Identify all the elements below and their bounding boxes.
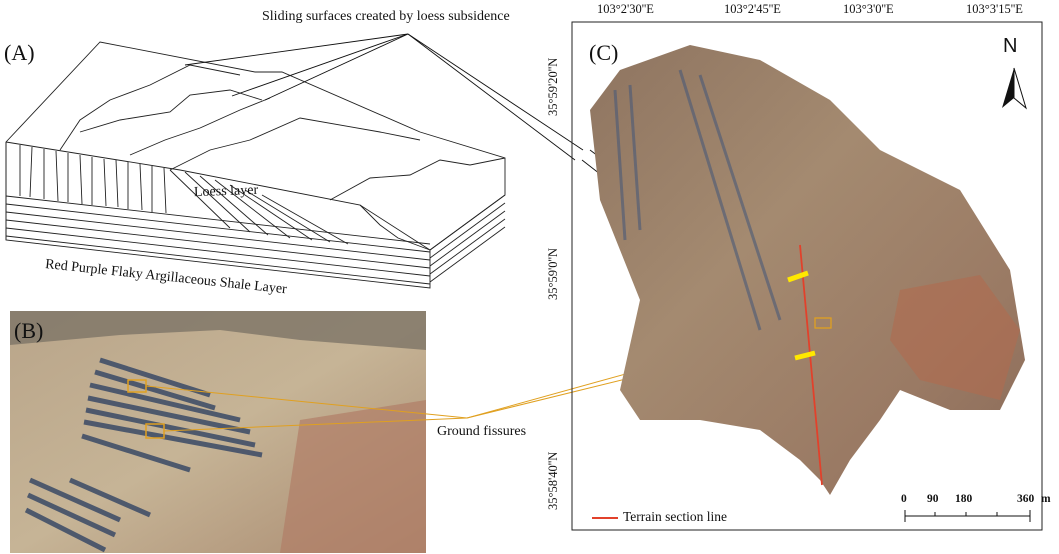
latitude-label: 35°59'0''N bbox=[546, 247, 560, 300]
north-arrow-icon bbox=[1002, 67, 1027, 110]
section-marker-1 bbox=[787, 270, 809, 283]
loess-layer-caption: Loess layer bbox=[193, 182, 259, 201]
latitude-label: 35°58'40''N bbox=[546, 451, 560, 510]
ground-fissures-caption: Ground fissures bbox=[437, 424, 527, 439]
panel-a-label: (A) bbox=[4, 40, 35, 65]
north-label: N bbox=[1003, 35, 1018, 57]
section-marker-2 bbox=[794, 350, 816, 361]
legend-line-swatch bbox=[592, 517, 618, 519]
scale-label: 180 bbox=[955, 493, 973, 505]
longitude-label: 103°2'30''E bbox=[597, 2, 654, 16]
latitude-label: 35°59'20''N bbox=[546, 57, 560, 116]
terrain-section-line bbox=[799, 244, 823, 486]
longitude-label: 103°3'0''E bbox=[843, 2, 894, 16]
scale-label: 0 bbox=[901, 493, 907, 505]
scale-label: 90 bbox=[927, 493, 939, 505]
sliding-surfaces-caption: Sliding surfaces created by loess subsid… bbox=[262, 9, 510, 24]
scale-label: 360 bbox=[1017, 493, 1035, 505]
longitude-label: 103°2'45''E bbox=[724, 2, 781, 16]
legend-label: Terrain section line bbox=[623, 509, 728, 524]
scale-bar bbox=[904, 510, 1031, 522]
panel-b-label: (B) bbox=[14, 318, 44, 343]
longitude-label: 103°3'15''E bbox=[966, 2, 1023, 16]
panel-c-label: (C) bbox=[589, 40, 619, 65]
scale-unit: m bbox=[1041, 493, 1051, 505]
